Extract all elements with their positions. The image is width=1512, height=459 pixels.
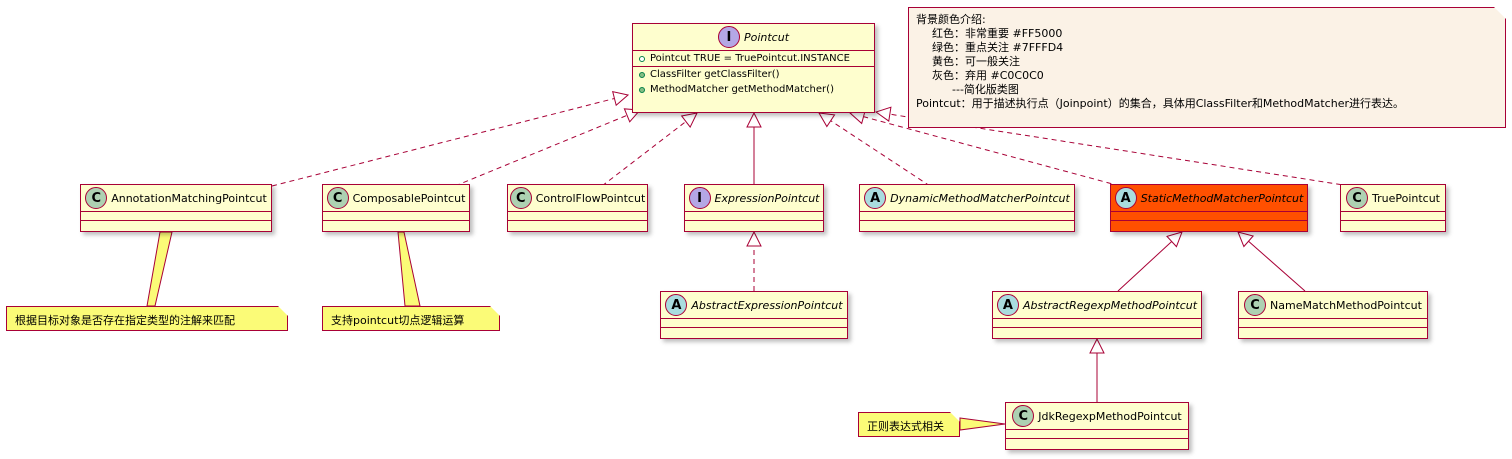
class-name: DynamicMethodMatcherPointcut	[890, 191, 1070, 205]
abstract-badge-icon: A	[665, 294, 688, 316]
public-method-icon	[639, 71, 645, 78]
abstract-badge-icon: A	[996, 294, 1019, 316]
class-name: NameMatchMethodPointcut	[1270, 298, 1422, 312]
class-name: ExpressionPointcut	[714, 191, 820, 205]
note-annotation-matching: 根据目标对象是否存在指定类型的注解来匹配	[6, 306, 288, 331]
legend-green: 绿色：重点关注 #7FFFD4	[932, 41, 1064, 54]
note-composable: 支持pointcut切点逻辑运算	[322, 306, 500, 331]
realization-abstract-expression-arrowhead	[746, 230, 762, 247]
generalization-expression-arrowhead	[746, 111, 762, 128]
realization-control-flow-line	[601, 121, 687, 187]
realization-composable-line	[454, 114, 628, 187]
realization-annotation-matching-line	[271, 97, 615, 187]
note-jdk-regexp: 正则表达式相关	[858, 412, 960, 437]
legend-red: 红色：非常重要 #FF5000	[932, 27, 1063, 40]
generalization-name-match-arrowhead	[1237, 231, 1255, 248]
abstract-badge-icon: A	[864, 187, 887, 209]
interface-badge-icon: I	[688, 187, 711, 209]
class-name: Pointcut	[743, 30, 790, 44]
class-badge-icon: C	[85, 187, 108, 209]
class-badge-icon: C	[509, 187, 532, 209]
generalization-abstract-regexp-line	[1117, 241, 1173, 292]
class-badge-icon: C	[1244, 294, 1267, 316]
class-name: TruePointcut	[1371, 191, 1440, 205]
class-name: AnnotationMatchingPointcut	[111, 191, 267, 205]
class-badge-icon: C	[1345, 187, 1368, 209]
public-method-icon	[639, 86, 645, 93]
legend-gray: 灰色：弃用 #C0C0C0	[932, 69, 1044, 82]
class-name: StaticMethodMatcherPointcut	[1140, 191, 1304, 205]
class-name: AbstractRegexpMethodPointcut	[1022, 298, 1198, 312]
class-badge-icon: C	[326, 187, 349, 209]
abstract-badge-icon: A	[1114, 187, 1137, 209]
public-field-icon	[639, 55, 645, 62]
realization-annotation-matching-arrowhead	[612, 91, 630, 107]
class-name: ControlFlowPointcut	[535, 191, 646, 205]
method: ClassFilter getClassFilter()	[650, 69, 780, 80]
class-name: JdkRegexpMethodPointcut	[1038, 409, 1182, 423]
realization-dynamic-method-matcher-arrowhead	[818, 112, 836, 128]
class-name: AbstractExpressionPointcut	[691, 298, 843, 312]
generalization-name-match-line	[1248, 240, 1306, 292]
generalization-jdk-regexp-arrowhead	[1089, 337, 1105, 354]
generalization-abstract-regexp-arrowhead	[1166, 231, 1183, 248]
class-badge-icon: C	[1012, 405, 1035, 427]
field: Pointcut TRUE = TruePointcut.INSTANCE	[650, 53, 850, 64]
legend-description: Pointcut：用于描述执行点（Joinpoint）的集合，具体用ClassF…	[916, 97, 1404, 110]
legend-title: 背景颜色介绍:	[916, 13, 986, 26]
legend-simplified: ---简化版类图	[952, 83, 1019, 96]
interface-badge-icon: I	[717, 26, 740, 48]
note-composable-tail	[397, 231, 421, 307]
realization-true-pointcut-arrowhead	[874, 106, 892, 122]
realization-control-flow-arrowhead	[680, 112, 698, 129]
legend-yellow: 黄色：可一般关注	[932, 55, 1020, 68]
class-name: ComposablePointcut	[352, 191, 466, 205]
class-pointcut[interactable]: I Pointcut Pointcut TRUE = TruePointcut.…	[632, 23, 875, 113]
method: MethodMatcher getMethodMatcher()	[650, 84, 834, 95]
realization-dynamic-method-matcher-line	[830, 120, 931, 187]
legend-note: 背景颜色介绍: 红色：非常重要 #FF5000 绿色：重点关注 #7FFFD4 …	[908, 7, 1506, 128]
note-annotation-tail	[146, 231, 173, 307]
note-jdk-tail	[959, 417, 1006, 431]
